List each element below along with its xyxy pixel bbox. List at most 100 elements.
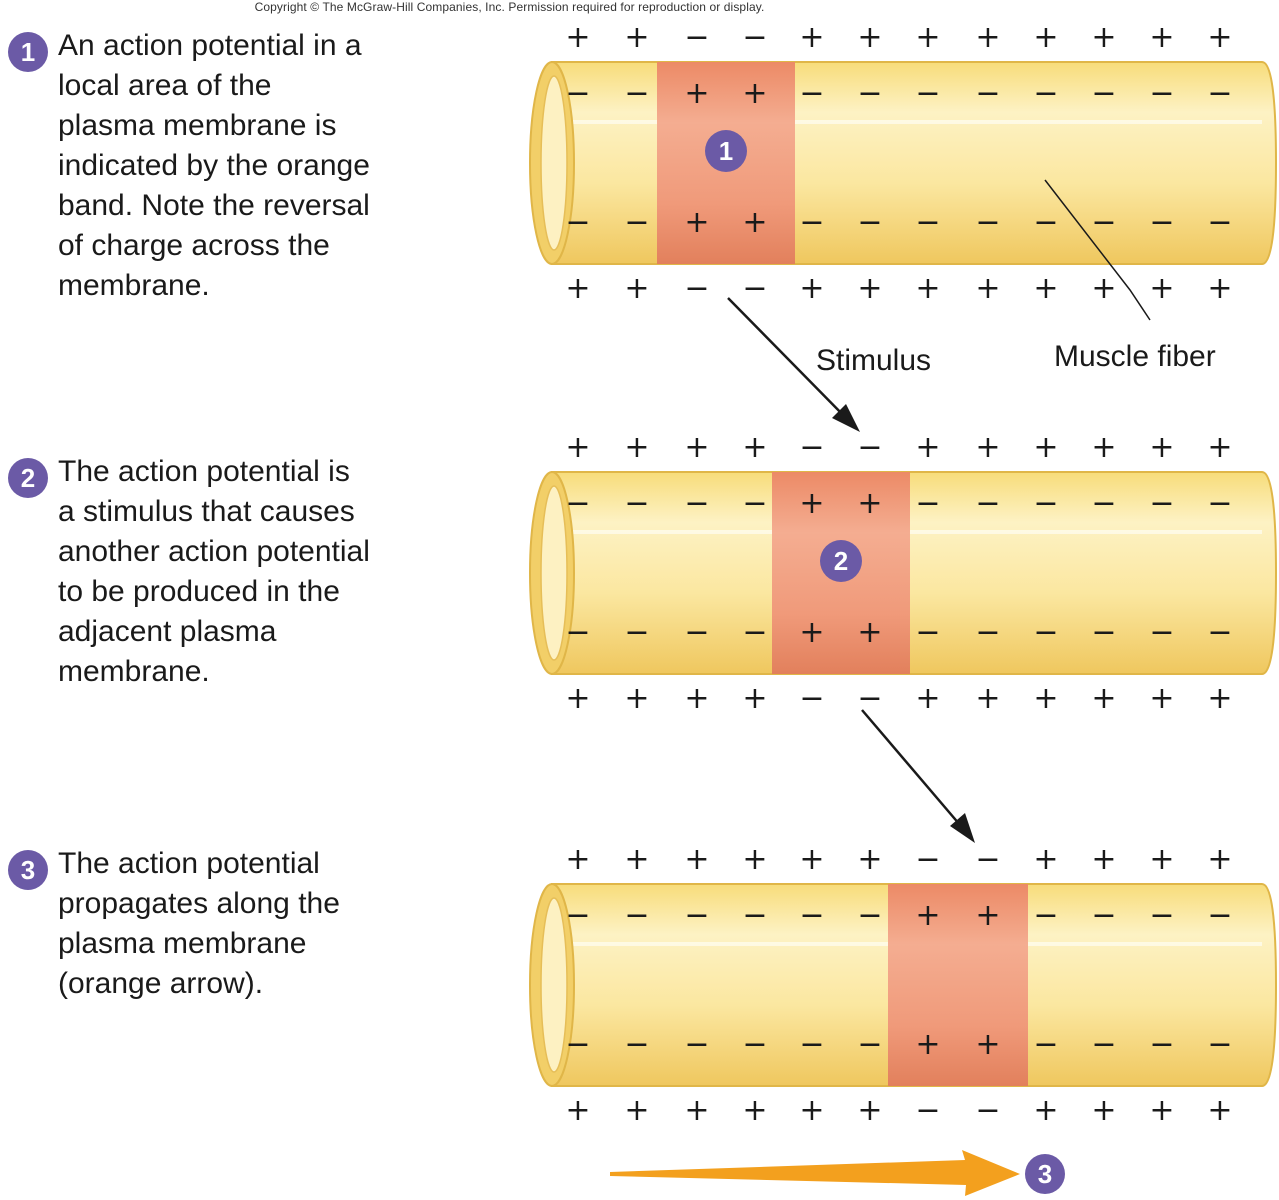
fiber-2-outer-top-charge: − [799,430,824,465]
fiber-1-outer-top-charge: − [684,20,709,55]
fiber-3-outer-bottom-charge: + [857,1093,882,1128]
fiber-1-badge-number: 1 [719,136,733,166]
fiber-2-inner-top-charge: + [857,486,882,521]
fiber-2: ++++−−++++++−−−−++−−−−−−−−−−++−−−−−−++++… [529,430,1278,716]
fiber-1-outer-top-charge: + [799,20,824,55]
fiber-3-inner-bottom-charge: + [975,1027,1000,1062]
fiber-1-outer-top-charge: + [1207,20,1232,55]
fiber-1-inner-bottom-charge: − [915,205,940,240]
fiber-1-inner-bottom-charge: − [1149,205,1174,240]
fiber-2-outer-bottom-charge: + [742,681,767,716]
fiber-1-end-cap-inner [540,75,568,251]
fiber-1-inner-top-charge: − [1033,76,1058,111]
fiber-2-outer-top-charge: + [624,430,649,465]
fiber-1-inner-top-charge: − [975,76,1000,111]
fiber-1-outer-top-charge: + [915,20,940,55]
fiber-3-inner-top-charge: + [975,898,1000,933]
fiber-2-inner-top-charge: − [1091,486,1116,521]
fiber-2-inner-bottom-charge: − [742,615,767,650]
fiber-3-inner-top-charge: − [684,898,709,933]
fiber-1-inner-top-charge: − [799,76,824,111]
fiber-3-inner-top-charge: − [799,898,824,933]
step-1-text: An action potential in a local area of t… [58,29,370,302]
connectors-layer: Stimulus Muscle fiber 3 [610,179,1216,1196]
fiber-1-inner-bottom-charge: − [624,205,649,240]
fiber-2-outer-bottom-charge: − [857,681,882,716]
fiber-1-inner-top-charge: + [742,76,767,111]
fiber-1-inner-bottom-charge: − [975,205,1000,240]
fiber-3-outer-bottom-charge: + [799,1093,824,1128]
fiber-3-inner-bottom-charge: + [915,1027,940,1062]
fiber-3-outer-bottom-charge: + [684,1093,709,1128]
fiber-2-inner-top-charge: − [1149,486,1174,521]
fiber-3-inner-top-charge: − [742,898,767,933]
fiber-2-outer-top-charge: + [1207,430,1232,465]
fiber-3-outer-bottom-charge: + [565,1093,590,1128]
fiber-2-inner-bottom-charge: − [975,615,1000,650]
muscle-fiber-leader-line [1044,179,1151,321]
stimulus-arrow-2 [861,709,967,833]
fiber-3-outer-bottom-charge: + [1207,1093,1232,1128]
fiber-1-inner-top-charge: − [1149,76,1174,111]
fiber-2-outer-bottom-charge: + [1033,681,1058,716]
fiber-3-end-cap-inner [540,897,568,1073]
fiber-3-inner-top-charge: − [1207,898,1232,933]
fiber-3-inner-bottom-charge: − [1091,1027,1116,1062]
fiber-1-inner-top-charge: − [1207,76,1232,111]
fiber-2-inner-bottom-charge: − [684,615,709,650]
step-2-badge: 2 [8,458,48,498]
fiber-1-outer-bottom-charge: + [915,271,940,306]
fiber-2-outer-top-charge: + [915,430,940,465]
fiber-2-outer-bottom-charge: + [1149,681,1174,716]
fiber-1-inner-bottom-charge: + [742,205,767,240]
fiber-1-inner-top-charge: − [624,76,649,111]
fiber-2-inner-top-charge: − [684,486,709,521]
fiber-1-inner-bottom-charge: + [684,205,709,240]
fiber-2-outer-bottom-charge: − [799,681,824,716]
fiber-3-inner-bottom-charge: − [742,1027,767,1062]
fiber-1-outer-bottom-charge: + [1091,271,1116,306]
propagation-badge-number: 3 [1038,1159,1052,1189]
fiber-1-badge [705,130,747,172]
fiber-3-inner-bottom-charge: − [624,1027,649,1062]
fiber-2-badge [820,540,862,582]
fiber-1-outer-top-charge: + [565,20,590,55]
fiber-3-inner-top-charge: − [1149,898,1174,933]
fiber-2-end-cap-inner [540,485,568,661]
fiber-1-outer-top-charge: + [857,20,882,55]
fiber-3-inner-bottom-charge: − [1149,1027,1174,1062]
fiber-3: ++++++−−++++−−−−−−++−−−−−−−−−−++−−−−++++… [529,842,1278,1128]
fiber-3-inner-top-charge: − [565,898,590,933]
fiber-3-outer-bottom-charge: + [1033,1093,1058,1128]
fiber-1-outer-bottom-charge: + [624,271,649,306]
fiber-2-inner-bottom-charge: − [1091,615,1116,650]
fiber-1-outer-bottom-charge: + [565,271,590,306]
fiber-2-outer-bottom-charge: + [1207,681,1232,716]
fiber-1-outer-bottom-charge: + [799,271,824,306]
step-3-text: The action potential propagates along th… [58,847,340,1000]
fiber-2-outer-top-charge: + [975,430,1000,465]
fiber-2-outer-top-charge: + [742,430,767,465]
fiber-3-inner-bottom-charge: − [799,1027,824,1062]
fiber-2-inner-top-charge: − [975,486,1000,521]
fiber-3-inner-top-charge: − [624,898,649,933]
fiber-3-outer-top-charge: − [975,842,1000,877]
fiber-3-outer-top-charge: + [1149,842,1174,877]
fiber-2-inner-top-charge: − [742,486,767,521]
fiber-2-inner-top-charge: − [624,486,649,521]
fiber-2-inner-top-charge: − [1033,486,1058,521]
fiber-3-outer-bottom-charge: − [975,1093,1000,1128]
stimulus-arrow-1 [727,297,851,423]
propagation-arrow [610,1150,1020,1196]
fiber-2-outer-top-charge: + [1091,430,1116,465]
fiber-2-inner-top-charge: − [1207,486,1232,521]
fiber-1-inner-top-charge: − [915,76,940,111]
fiber-3-inner-bottom-charge: − [565,1027,590,1062]
step-2-text: The action potential is a stimulus that … [58,455,370,688]
fiber-1-outer-top-charge: + [1091,20,1116,55]
fiber-1-outer-bottom-charge: + [1149,271,1174,306]
fiber-3-inner-top-charge: + [915,898,940,933]
fiber-2-outer-top-charge: − [857,430,882,465]
fiber-1-inner-bottom-charge: − [1207,205,1232,240]
